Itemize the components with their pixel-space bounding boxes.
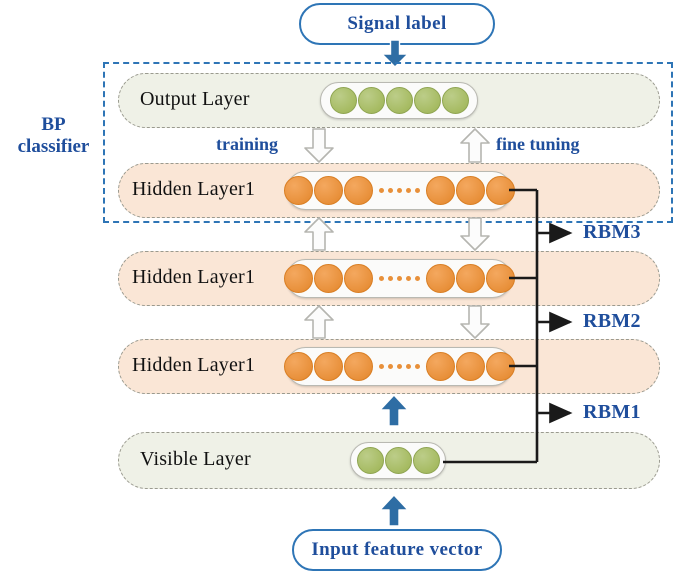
node — [425, 176, 455, 205]
training-label: training — [216, 134, 279, 154]
node-pill-hidden3 — [283, 171, 515, 210]
signal-label-down-arrow-icon — [377, 39, 413, 68]
node — [357, 87, 385, 114]
input-to-visible-up-arrow-icon — [376, 494, 412, 528]
node-pill-hidden2 — [283, 259, 515, 298]
node-pill-output — [320, 82, 478, 119]
node-pill-hidden1 — [283, 347, 515, 386]
node-group-hidden3 — [277, 176, 522, 205]
node — [455, 352, 485, 381]
bp-classifier-frame — [103, 62, 673, 223]
bp-classifier-line2: classifier — [17, 136, 90, 158]
node — [425, 264, 455, 293]
hidden3-to-hidden2-down-arrow-icon — [459, 217, 491, 252]
node — [412, 447, 440, 474]
signal-label-capsule: Signal label — [299, 3, 495, 45]
layer-label-hidden1: Hidden Layer1 — [132, 354, 256, 376]
hidden2-to-hidden1-down-arrow-icon — [459, 305, 491, 340]
node — [455, 176, 485, 205]
node — [356, 447, 384, 474]
layer-label-hidden2: Hidden Layer1 — [132, 266, 256, 288]
input-feature-vector-text: Input feature vector — [311, 539, 483, 560]
layer-label-output: Output Layer — [140, 88, 250, 110]
node — [343, 352, 373, 381]
node-pill-visible — [350, 442, 446, 479]
node — [425, 352, 455, 381]
node — [455, 264, 485, 293]
node — [485, 352, 515, 381]
signal-label-text: Signal label — [347, 13, 447, 34]
training-down-arrow-icon — [303, 128, 335, 164]
node-ellipsis — [374, 276, 425, 281]
layer-label-visible: Visible Layer — [140, 448, 251, 470]
node — [283, 176, 313, 205]
hidden1-to-hidden2-up-arrow-icon — [303, 305, 335, 340]
node-group-visible — [350, 447, 447, 474]
node-group-output — [323, 87, 476, 114]
hidden2-to-hidden3-up-arrow-icon — [303, 217, 335, 252]
node — [283, 352, 313, 381]
rbm2-label: RBM2 — [583, 310, 641, 332]
node — [313, 176, 343, 205]
node — [485, 176, 515, 205]
bp-classifier-label: BP classifier — [6, 114, 101, 159]
visible-to-hidden1-up-arrow-icon — [376, 394, 412, 428]
input-feature-vector-capsule: Input feature vector — [292, 529, 502, 571]
rbm1-label: RBM1 — [583, 401, 641, 423]
node — [485, 264, 515, 293]
node — [329, 87, 357, 114]
node-ellipsis — [374, 188, 425, 193]
node — [343, 176, 373, 205]
fine-tuning-up-arrow-icon — [459, 128, 491, 164]
node — [384, 447, 412, 474]
fine-tuning-label: fine tuning — [496, 134, 580, 154]
bp-classifier-line1: BP — [41, 114, 66, 135]
node — [413, 87, 441, 114]
node-group-hidden2 — [277, 264, 522, 293]
node-ellipsis — [374, 364, 425, 369]
node — [283, 264, 313, 293]
node — [343, 264, 373, 293]
rbm3-label: RBM3 — [583, 221, 641, 243]
node — [441, 87, 469, 114]
node — [313, 264, 343, 293]
layer-label-hidden3: Hidden Layer1 — [132, 178, 256, 200]
node-group-hidden1 — [277, 352, 522, 381]
node — [385, 87, 413, 114]
node — [313, 352, 343, 381]
